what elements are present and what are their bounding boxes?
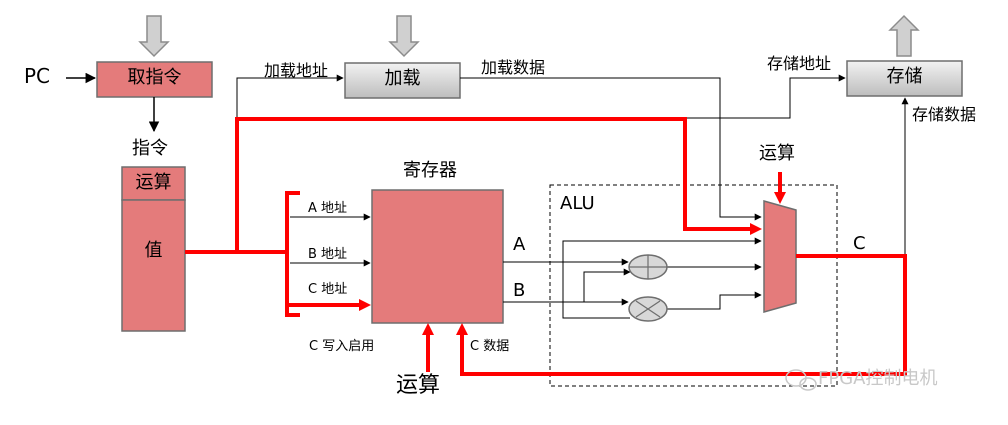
alu-op-label: 运算: [759, 143, 795, 164]
c-data-label: C 数据: [470, 339, 510, 354]
write-enable-arrowhead: [422, 323, 434, 335]
register-file-box: [371, 189, 504, 324]
load-address-wire: [236, 74, 344, 250]
load-label: 加载: [384, 68, 421, 89]
store-box: [846, 60, 963, 97]
instruction-value-field: [121, 199, 186, 332]
watermark-text: FPGA控制电机: [818, 368, 938, 389]
adder-symbol: [628, 254, 668, 280]
multiplier-symbol: [628, 296, 668, 322]
port-b-to-add-wire: [583, 268, 631, 302]
c-data-arrowhead: [456, 323, 468, 335]
alu-title: ALU: [560, 193, 595, 214]
pc-label: PC: [24, 64, 51, 88]
write-op-label: 运算: [396, 373, 441, 398]
immediate-bus: [235, 117, 755, 252]
register-title: 寄存器: [403, 160, 457, 181]
store-address-label: 存储地址: [767, 54, 832, 73]
store-label: 存储: [886, 66, 923, 87]
a-addr-label: A 地址: [308, 201, 348, 216]
store-address-wire: [685, 74, 846, 119]
port-b-label: B: [513, 280, 526, 301]
address-bracket: [285, 191, 300, 317]
load-input-arrow: [388, 15, 420, 58]
port-a-branch-wire: [562, 237, 762, 262]
immediate-arrowhead: [750, 223, 762, 235]
load-address-label: 加载地址: [264, 61, 329, 80]
alu-op-arrowhead: [774, 192, 786, 204]
store-data-label: 存储数据: [912, 105, 977, 124]
mult-out-wire: [667, 291, 762, 310]
load-box: [344, 62, 461, 99]
fetch-label: 取指令: [127, 67, 182, 88]
result-bus: [460, 254, 907, 376]
wechat-icon: [785, 369, 817, 391]
alu-region: [549, 184, 838, 387]
alu-mux: [763, 200, 797, 313]
alu-result-label: C: [853, 233, 866, 254]
b-addr-label: B 地址: [308, 247, 348, 262]
c-write-enable-label: C 写入启用: [309, 339, 375, 354]
store-output-arrow: [888, 14, 920, 57]
port-a-label: A: [513, 234, 526, 255]
c-addr-label: C 地址: [308, 282, 348, 297]
instruction-op-field: [121, 166, 186, 201]
load-data-wire: [460, 77, 762, 221]
fetch-box: [96, 61, 213, 98]
c-addr-arrowhead: [359, 299, 371, 311]
instruction-title: 指令: [132, 138, 168, 159]
instruction-value-label: 值: [144, 240, 163, 261]
port-a-to-mult-wire: [562, 262, 630, 319]
fetch-input-arrow: [138, 15, 170, 58]
load-data-label: 加载数据: [481, 58, 546, 77]
instruction-op-label: 运算: [135, 172, 172, 193]
